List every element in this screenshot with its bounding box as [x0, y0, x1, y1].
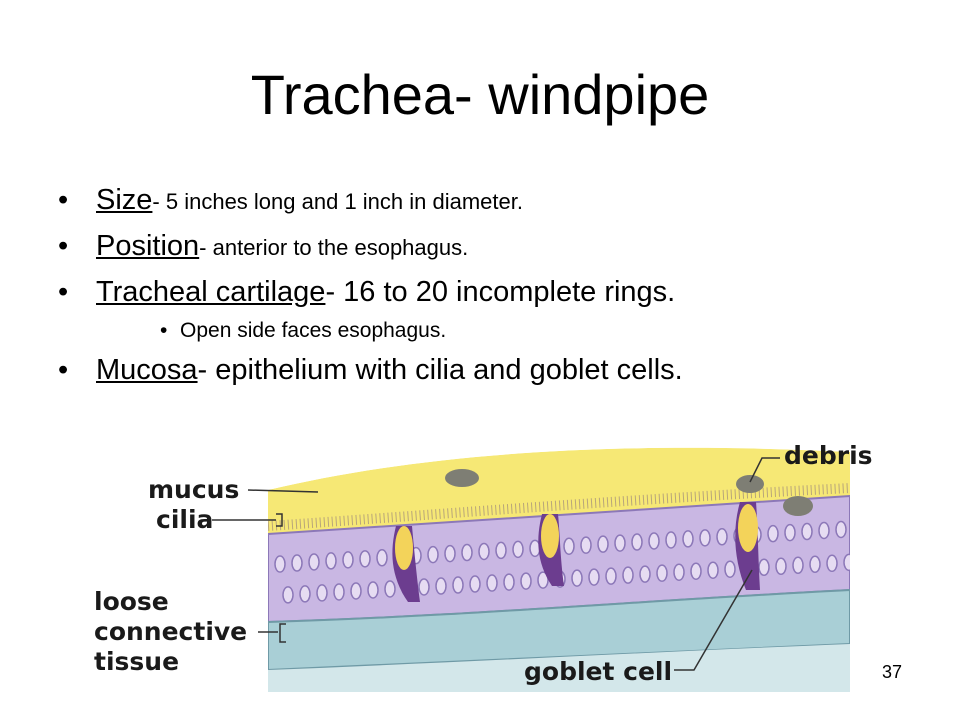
tissue-label: tissue: [94, 647, 179, 676]
bullet-dot: •: [58, 184, 69, 216]
debris-particle-1: [445, 469, 479, 487]
sub-bullet-open-side: • Open side faces esophagus.: [58, 314, 938, 348]
bullet-dot: •: [58, 230, 69, 262]
goblet-cell-label: goblet cell: [524, 657, 672, 686]
mucus-label: mucus: [148, 475, 239, 504]
bullet-dot: •: [58, 354, 69, 386]
goblet-cell-1: [392, 526, 420, 602]
cilia-leader: [212, 513, 283, 527]
bullet-term: Mucosa: [96, 354, 198, 386]
deep-layer: [268, 644, 850, 692]
connective-label: connective: [94, 617, 247, 646]
loose-label: loose: [94, 587, 169, 616]
trachea-mucosa-illustration: mucus cilia loose connective tissue debr…: [94, 441, 873, 692]
bullet-tracheal-cartilage: • Tracheal cartilage- 16 to 20 incomplete…: [58, 270, 938, 314]
bullet-text: - 16 to 20 incomplete rings.: [325, 276, 676, 308]
goblet-cell-leader: [674, 569, 753, 671]
bullet-size: • Size- 5 inches long and 1 inch in diame…: [58, 178, 938, 224]
debris-particle-2: [736, 475, 764, 493]
debris-label: debris: [784, 441, 873, 470]
bullet-text: - anterior to the esophagus.: [199, 235, 469, 260]
cell-nuclei: [274, 520, 850, 604]
debris-particle-3: [783, 496, 813, 516]
bullet-term: Tracheal cartilage: [96, 276, 326, 308]
goblet-cell-2: [538, 514, 564, 586]
connective-leader: [258, 623, 286, 643]
bullet-list: • Size- 5 inches long and 1 inch in diame…: [58, 178, 938, 392]
bullet-text: - epithelium with cilia and goblet cells…: [197, 354, 683, 386]
bullet-position: • Position- anterior to the esophagus.: [58, 224, 938, 270]
mucus-leader: [247, 489, 319, 493]
bullet-text: Open side faces esophagus.: [180, 319, 447, 342]
bullet-term: Size: [96, 184, 153, 216]
bullet-term: Position: [96, 230, 200, 262]
cilia-label: cilia: [156, 505, 213, 534]
debris-leader: [749, 457, 780, 483]
page-number: 37: [881, 662, 902, 682]
bullet-dot: •: [160, 319, 168, 342]
slide-title: Trachea- windpipe: [250, 63, 710, 126]
bullet-dot: •: [58, 276, 69, 308]
bullet-text: - 5 inches long and 1 inch in diameter.: [152, 189, 523, 214]
goblet-cell-3: [735, 502, 760, 590]
bullet-mucosa: • Mucosa- epithelium with cilia and goble…: [58, 348, 938, 392]
connective-tissue-layer: [268, 588, 850, 672]
